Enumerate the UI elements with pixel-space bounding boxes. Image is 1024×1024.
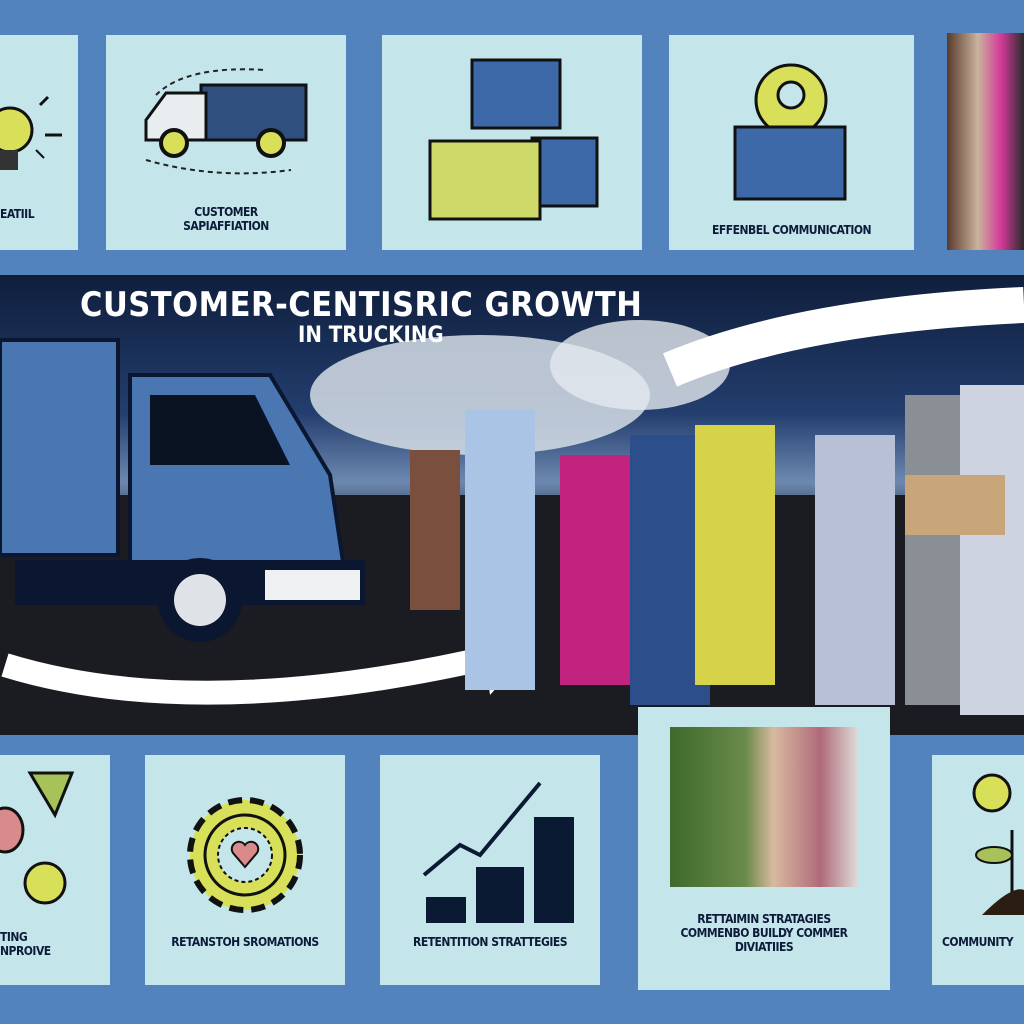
shapes-icon — [0, 771, 75, 905]
hero-subtitle: IN TRUCKING — [298, 323, 444, 348]
boxes-icon — [428, 58, 599, 221]
panel-label: RETTAIMIN STRATAGIES COMMENBO BUILDY COM… — [680, 912, 849, 954]
panel-idea: EATIIL — [0, 35, 78, 250]
photo-woman-with-box — [947, 33, 1024, 250]
truck-icon — [0, 338, 365, 642]
panel-retention: RETANSTOH SROMATIONS — [145, 755, 345, 985]
plant-coin-icon — [972, 773, 1024, 915]
panel-label: TING NPROIVE — [0, 930, 51, 958]
panel-shapes: TING NPROIVE — [0, 755, 110, 985]
panel-label: CUSTOMER SAPIAFFIATION — [183, 205, 269, 233]
arrow-icon — [1, 643, 503, 705]
growth-chart-icon — [422, 781, 574, 923]
hero-illustration — [0, 287, 1024, 735]
photo-handshake — [670, 727, 858, 887]
panel-communication: EFFENBEL COMMUNICATION — [669, 35, 914, 250]
panel-label: RETENTITION STRATTEGIES — [413, 935, 567, 949]
panel-retention-strategies: RETENTITION STRATTEGIES — [380, 755, 600, 985]
panel-label: COMMUNITY — [942, 935, 1014, 949]
hero-title: CUSTOMER-CENTISRIC GROWTH — [80, 285, 643, 325]
arrow-icon — [662, 287, 1024, 387]
panel-label: EFFENBEL COMMUNICATION — [711, 223, 872, 237]
gear-heart-icon — [187, 797, 303, 913]
user-box-icon — [733, 63, 847, 201]
panel-customer-satisfaction: CUSTOMER SAPIAFFIATION — [106, 35, 346, 250]
panel-community: COMMUNITY — [932, 755, 1024, 985]
hero-banner: CUSTOMER-CENTISRIC GROWTH IN TRUCKING — [0, 275, 1024, 735]
lightbulb-icon — [0, 95, 62, 170]
truck-icon — [144, 68, 308, 175]
panel-label: RETANSTOH SROMATIONS — [171, 935, 319, 949]
panel-boxes — [382, 35, 642, 250]
people-group — [410, 385, 1024, 715]
panel-label: EATIIL — [0, 207, 35, 221]
panel-community-building: RETTAIMIN STRATAGIES COMMENBO BUILDY COM… — [638, 707, 890, 990]
